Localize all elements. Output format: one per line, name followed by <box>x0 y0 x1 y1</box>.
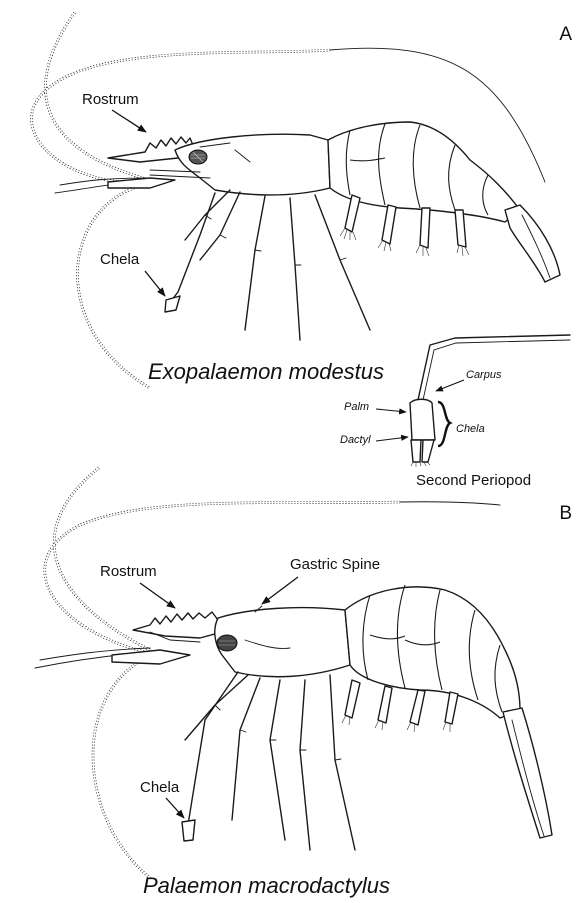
inset-dactyl-label: Dactyl <box>340 434 371 446</box>
panel-a-chela-arrow <box>145 271 165 296</box>
panel-b-walking-legs <box>185 675 355 850</box>
panel-a-species-name: Exopalaemon modestus <box>148 359 384 384</box>
panel-b-rostrum-label: Rostrum <box>100 563 157 580</box>
panel-b-abdomen <box>345 585 520 718</box>
panel-a-tail-fan <box>505 205 560 282</box>
inset-chela-label: Chela <box>456 423 485 435</box>
inset-palm-arrow <box>376 409 406 412</box>
panel-b-rostrum-shape <box>133 612 222 638</box>
panel-a-walking-legs <box>185 190 370 340</box>
panel-a-carapace <box>175 134 330 195</box>
inset-dactyl-arrow <box>376 437 408 441</box>
panel-a-illustration <box>31 12 560 388</box>
panel-b-gastric-spine-arrow <box>262 577 298 604</box>
panel-a-chela-label: Chela <box>100 251 140 268</box>
panel-b-species-name: Palaemon macrodactylus <box>143 873 390 898</box>
panel-b-tail-fan <box>503 708 552 838</box>
inset-periopod-illustration <box>410 335 570 467</box>
inset-title: Second Periopod <box>416 472 531 489</box>
panel-b-letter: B <box>559 503 572 524</box>
panel-a-rostrum-arrow <box>112 110 146 132</box>
panel-b-illustration <box>35 467 552 878</box>
inset-carpus-arrow <box>436 380 464 391</box>
panel-a-letter: A <box>559 24 572 45</box>
inset-palm-label: Palm <box>344 401 369 413</box>
inset-chela-brace <box>438 402 450 446</box>
panel-b-gastric-spine-label: Gastric Spine <box>290 556 380 573</box>
inset-carpus-label: Carpus <box>466 369 502 381</box>
panel-b-chela-label: Chela <box>140 779 180 796</box>
panel-b-chela-arrow <box>166 798 184 818</box>
panel-b-chela-leg <box>188 672 238 825</box>
panel-b-rostrum-arrow <box>140 583 175 608</box>
panel-a-rostrum-label: Rostrum <box>82 91 139 108</box>
